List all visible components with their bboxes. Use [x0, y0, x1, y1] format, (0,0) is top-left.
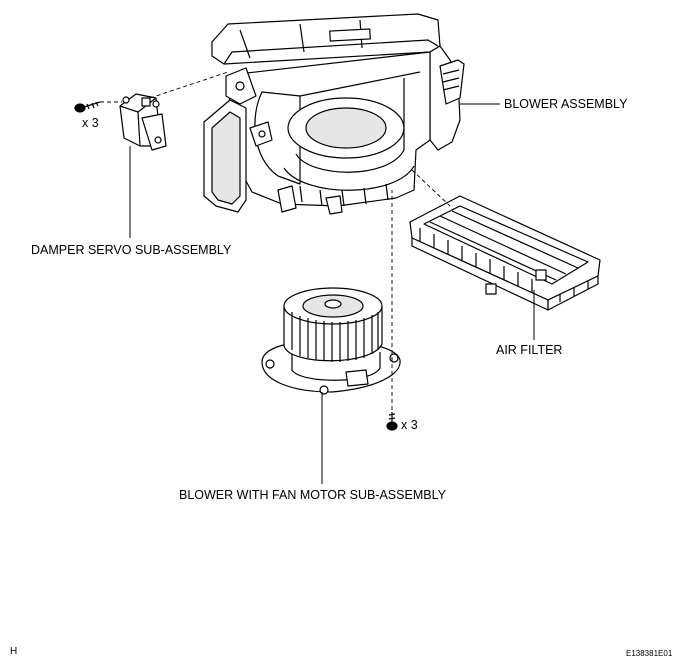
blower-assembly-label: BLOWER ASSEMBLY: [504, 97, 628, 111]
assembly-dashed-lines: [100, 71, 451, 410]
blower-motor-label: BLOWER WITH FAN MOTOR SUB-ASSEMBLY: [179, 488, 446, 502]
figure-code: E138381E01: [626, 649, 673, 658]
quantity-right-label: x 3: [401, 418, 418, 432]
air-filter-label: AIR FILTER: [496, 343, 563, 357]
damper-servo-label: DAMPER SERVO SUB-ASSEMBLY: [31, 243, 232, 257]
damper-servo-drawing: [119, 93, 167, 151]
corner-letter: H: [10, 646, 18, 657]
quantity-left-label: x 3: [82, 116, 99, 130]
leader-lines: [129, 103, 535, 484]
air-filter-drawing: [409, 195, 601, 311]
screw-right-icon: [386, 412, 398, 431]
screw-left-icon: [74, 101, 101, 113]
blower-motor-drawing: [261, 287, 401, 395]
blower-assembly-drawing: [203, 13, 465, 215]
